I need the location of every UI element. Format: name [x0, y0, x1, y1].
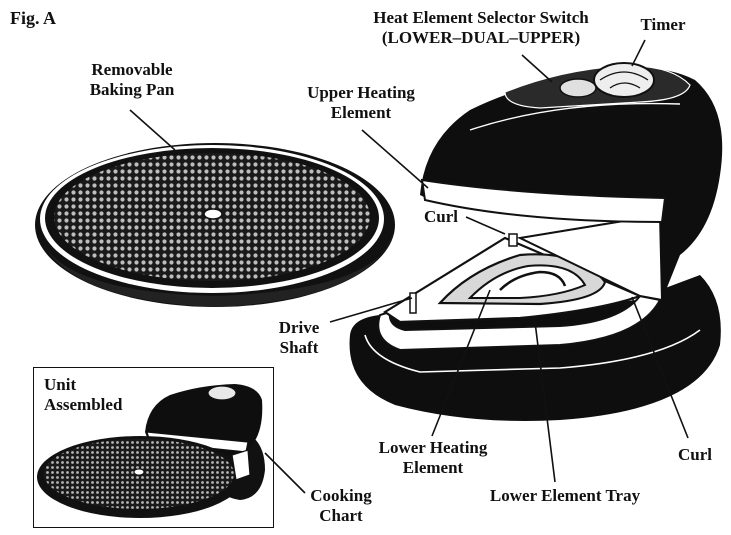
appliance-hood — [420, 67, 723, 301]
label-cooking-chart-line2: Chart — [319, 506, 363, 525]
leader-lines — [129, 39, 689, 494]
inset-frame — [33, 367, 274, 528]
leader-removable-pan — [129, 109, 176, 151]
inset-title-line1: Unit — [44, 375, 77, 394]
hood-highlight — [469, 102, 681, 131]
removable-baking-pan — [35, 143, 395, 307]
label-drive-shaft: Drive Shaft — [270, 318, 328, 358]
timer-dial-detail — [599, 71, 649, 89]
pan-side-shadow — [38, 232, 394, 307]
selector-switch-knob — [559, 78, 597, 98]
leader-timer — [631, 39, 646, 67]
leader-curl-right — [631, 296, 689, 439]
label-drive-shaft-line2: Shaft — [279, 338, 319, 357]
inset-timer — [207, 385, 237, 401]
inset-unit-assembled — [37, 384, 265, 518]
label-lower-heating: Lower Heating Element — [362, 438, 504, 478]
appliance-main — [349, 62, 723, 421]
drive-shaft — [409, 292, 417, 314]
label-upper-heating: Upper Heating Element — [293, 83, 429, 123]
inset-title: Unit Assembled — [44, 375, 122, 415]
leader-heat-selector — [521, 54, 553, 83]
leader-cooking-chart — [264, 452, 306, 494]
label-heat-selector: Heat Element Selector Switch (LOWER–DUAL… — [352, 8, 610, 48]
label-cooking-chart: Cooking Chart — [296, 486, 386, 526]
lower-heating-coil-loop — [499, 270, 567, 291]
label-curl-right: Curl — [678, 445, 712, 464]
label-removable-pan-line1: Removable — [91, 60, 173, 79]
inset-cooking-chart — [231, 449, 251, 481]
label-removable-pan-line2: Baking Pan — [89, 80, 175, 99]
inset-title-line2: Assembled — [44, 395, 123, 414]
lower-heating-coil-inner — [467, 264, 587, 299]
label-curl-top: Curl — [424, 207, 458, 226]
label-heat-selector-line2: (LOWER–DUAL–UPPER) — [381, 28, 581, 47]
leader-upper-heating — [361, 129, 429, 189]
label-timer: Timer — [640, 15, 686, 34]
leader-lower-tray — [534, 321, 556, 483]
label-cooking-chart-line1: Cooking — [310, 486, 372, 505]
label-lower-tray: Lower Element Tray — [489, 486, 641, 505]
figure-title: Fig. A — [10, 8, 57, 28]
label-heat-selector-line1: Heat Element Selector Switch — [373, 8, 589, 27]
upper-heating-element — [420, 178, 667, 224]
label-lower-heating-line2: Element — [402, 458, 464, 477]
curl-post — [508, 233, 518, 247]
label-upper-heating-line2: Element — [330, 103, 392, 122]
leader-lower-heating — [431, 289, 491, 437]
timer-dial — [593, 62, 655, 98]
inset-pan-hole — [133, 468, 145, 476]
label-removable-pan: Removable Baking Pan — [72, 60, 192, 100]
label-drive-shaft-line1: Drive — [278, 318, 320, 337]
label-lower-heating-line1: Lower Heating — [378, 438, 488, 457]
base-highlight — [364, 329, 701, 373]
leader-curl-top — [465, 216, 506, 235]
label-upper-heating-line1: Upper Heating — [307, 83, 415, 102]
leader-drive-shaft — [329, 297, 413, 323]
pan-center-hole — [203, 208, 223, 220]
